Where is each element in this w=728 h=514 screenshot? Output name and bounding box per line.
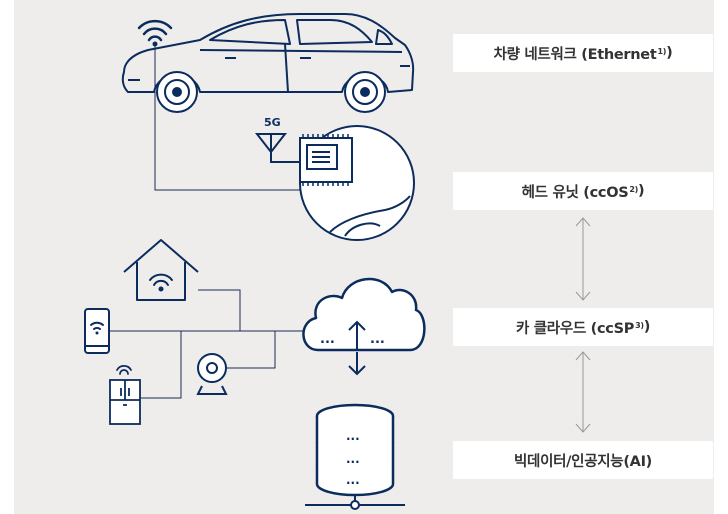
label-big-data-text: 빅데이터/인공지능(AI) [514, 453, 652, 470]
refrigerator-icon [109, 364, 141, 425]
label-head-unit-sup: 2) [629, 184, 639, 194]
chip-icon [299, 134, 353, 186]
cloud-dots-left: ... [320, 332, 335, 347]
db-dots-2: ... [346, 452, 360, 466]
database-icon: ... ... ... [305, 403, 405, 510]
car-icon [121, 13, 415, 113]
wifi-icon [137, 19, 173, 47]
antenna-icon: 5G [254, 116, 300, 163]
label-vehicle-network-text: 차량 네트워크 (Ethernet [493, 46, 657, 63]
network-lines [109, 289, 305, 399]
house-icon [123, 239, 199, 301]
cloud-bigdata-arrow [575, 351, 591, 433]
label-car-cloud-close: ) [643, 319, 651, 335]
label-car-cloud-sup: 3) [635, 320, 644, 330]
cloud-dots-right: ... [370, 332, 385, 347]
camera-icon [196, 353, 228, 395]
label-head-unit-text: 헤드 유닛 (ccOS [521, 184, 629, 201]
label-car-cloud-text: 카 클라우드 (ccSP [515, 320, 635, 337]
car-to-headunit-line [154, 42, 303, 191]
cloud-icon: ... ... [302, 277, 426, 376]
smartphone-icon [84, 308, 110, 354]
label-head-unit-close: ) [638, 183, 645, 199]
antenna-label: 5G [264, 116, 281, 129]
db-dots-3: ... [346, 473, 360, 487]
label-big-data: 빅데이터/인공지능(AI) [453, 441, 713, 479]
label-vehicle-network-close: ) [666, 45, 673, 61]
label-vehicle-network-sup: 1) [657, 46, 667, 56]
db-dots-1: ... [346, 429, 360, 443]
headunit-cloud-arrow [575, 217, 591, 301]
